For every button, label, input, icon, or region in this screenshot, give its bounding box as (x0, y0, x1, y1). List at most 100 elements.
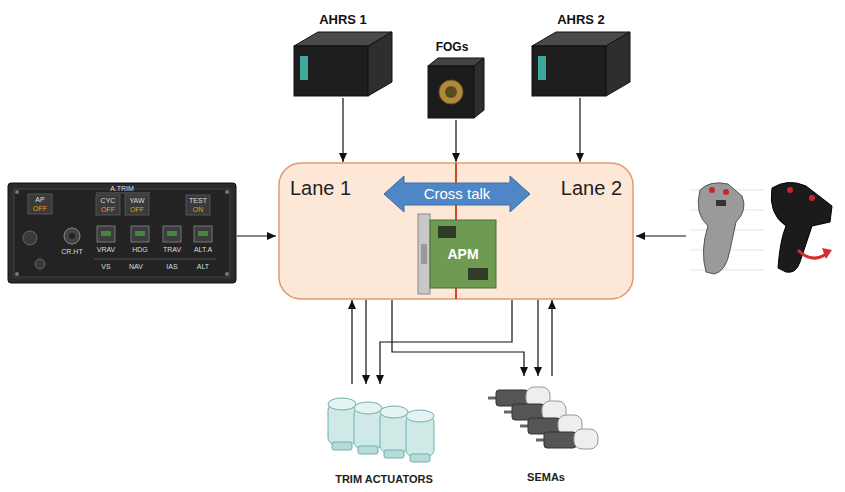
signal-connector (365, 300, 366, 384)
cross-talk-arrow: Cross talk (384, 176, 530, 212)
signal-connector (351, 300, 352, 384)
panel-label: CR.HT (47, 248, 97, 256)
trim-actuators-art (320, 384, 448, 488)
panel-label: TRAV (147, 246, 197, 254)
line-shape (96, 193, 150, 194)
rect-shape (279, 163, 633, 299)
rect-shape (8, 183, 236, 283)
rect-shape (532, 46, 606, 96)
rect-shape (538, 56, 546, 80)
rect-shape (384, 450, 404, 458)
polygon-shape (368, 32, 392, 96)
g-shape (406, 410, 434, 462)
apm-card: APM (418, 214, 500, 294)
circle-shape (723, 189, 729, 195)
polygon-shape (606, 32, 630, 96)
circle-shape (787, 187, 793, 193)
panel-label: ON (173, 206, 223, 214)
signal-connector (579, 98, 580, 162)
node-label: Lane 1 (290, 176, 351, 200)
line-shape (690, 270, 764, 271)
ahrs-unit: AHRS 1 (288, 12, 398, 98)
circle-shape (445, 86, 457, 98)
rect-shape (438, 226, 456, 238)
signal-connector (537, 300, 538, 376)
node-label: AHRS 1 (286, 12, 400, 28)
circle-shape (809, 195, 815, 201)
rect-shape (428, 66, 474, 118)
g-shape (380, 406, 408, 458)
panel-label: VS (81, 263, 131, 271)
rect-shape (418, 214, 430, 294)
panel-label: AP (15, 196, 65, 204)
circle-shape (439, 80, 463, 104)
g-shape (536, 429, 598, 449)
rect-shape (14, 189, 230, 277)
rect-shape (544, 432, 576, 448)
rect-shape (358, 446, 378, 454)
signal-connector (455, 120, 456, 162)
node-label: Cross talk (380, 176, 534, 212)
circle-shape (225, 272, 229, 276)
panel-label: IAS (147, 263, 197, 271)
panel-label: OFF (83, 206, 133, 214)
panel-label: YAW (112, 197, 162, 205)
polygon-shape (474, 58, 484, 118)
node-label: SEMAs (482, 471, 610, 484)
rect-shape (294, 46, 368, 96)
node-label: Lane 2 (561, 176, 622, 200)
node-label: FOGs (418, 40, 486, 54)
circle-shape (64, 228, 80, 244)
ellipse-shape (406, 410, 434, 422)
signal-connector (551, 300, 552, 376)
panel-label: ALT.A (178, 246, 228, 254)
trim-actuators: TRIM ACTUATORS (320, 384, 448, 488)
rect-shape (468, 268, 488, 280)
rect-shape (716, 200, 726, 206)
path-shape (798, 250, 826, 258)
pilot-grips (690, 182, 832, 274)
rect-shape (198, 231, 208, 236)
rect-shape (131, 226, 149, 242)
rect-shape (163, 226, 181, 242)
rect-shape (167, 231, 177, 236)
lane-box: Lane 1 Lane 2 Cross talkAPM (278, 162, 634, 300)
node-label: AHRS 2 (524, 12, 638, 28)
panel-label: TEST (173, 197, 223, 205)
panel-label: VRAV (81, 246, 131, 254)
rect-shape (97, 226, 115, 242)
panel-label: OFF (15, 205, 65, 213)
rect-shape (410, 454, 430, 462)
path-shape (698, 183, 744, 274)
circle-shape (35, 259, 45, 269)
input-wire (636, 235, 686, 236)
panel-label: CYC (83, 197, 133, 205)
path-shape (771, 182, 832, 272)
ellipse-shape (380, 406, 408, 418)
circle-shape (23, 231, 37, 245)
ahrs-unit: AHRS 2 (526, 12, 636, 98)
circle-shape (15, 190, 19, 194)
signal-connector (380, 300, 512, 384)
circle-shape (709, 187, 715, 193)
path-shape (822, 248, 832, 259)
panel-label: HDG (115, 246, 165, 254)
g-shape (328, 398, 356, 450)
panel-label: A.TRIM (97, 185, 147, 193)
signal-connector (342, 98, 343, 162)
panel-label: ALT (178, 263, 228, 271)
rect-shape (101, 231, 111, 236)
rect-shape (574, 429, 598, 449)
rect-shape (300, 56, 308, 80)
rect-shape (135, 231, 145, 236)
ellipse-shape (354, 402, 382, 414)
panel-label: OFF (112, 206, 162, 214)
line-shape (94, 259, 216, 260)
rect-shape (421, 244, 427, 264)
sema-actuators: SEMAs (484, 376, 608, 486)
circle-shape (69, 233, 75, 239)
node-label: TRIM ACTUATORS (318, 473, 450, 486)
circle-shape (225, 190, 229, 194)
input-wire (237, 235, 276, 236)
